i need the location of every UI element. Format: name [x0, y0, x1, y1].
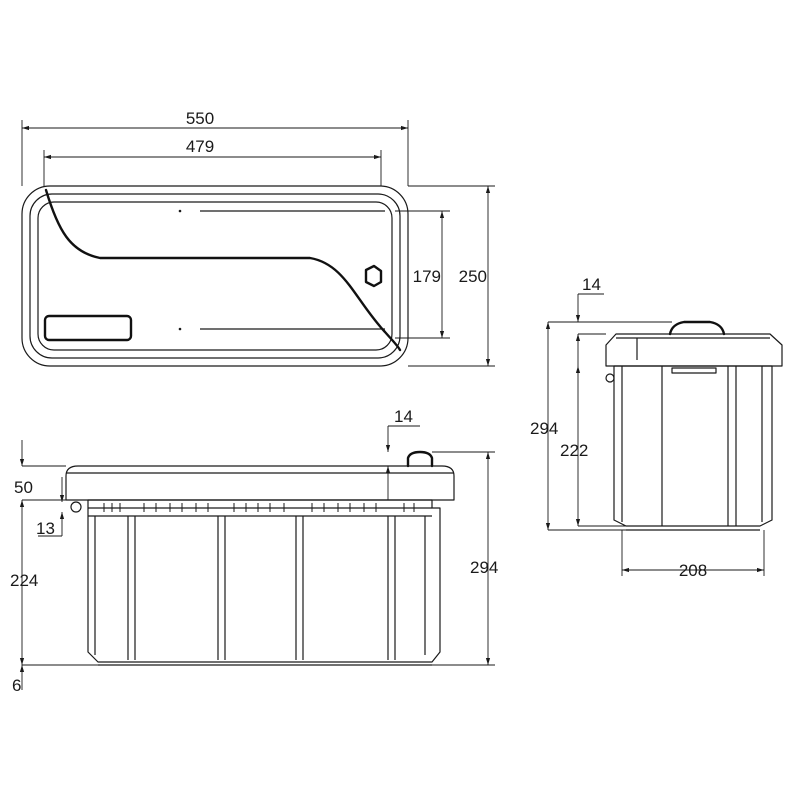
dim-label-side-handle: 14	[582, 275, 601, 294]
dim-label-side-body: 222	[560, 441, 588, 460]
top-view-lid-panel	[37, 201, 393, 351]
rib-teeth	[103, 503, 415, 512]
hinge-icon	[605, 373, 615, 383]
dim-label-handle-height: 14	[394, 407, 413, 426]
lid-opening-curve	[44, 188, 402, 352]
handle-icon	[668, 320, 726, 336]
side-lid	[605, 333, 783, 367]
center-mark	[178, 327, 182, 331]
dim-label-side-width: 208	[679, 561, 707, 580]
dim-label-foot-height: 6	[12, 676, 21, 695]
top-view-outline	[21, 185, 409, 367]
side-body	[613, 365, 773, 527]
dim-label-lid-height: 50	[14, 478, 33, 497]
front-view: 50 224 6 13 14 294	[10, 407, 498, 695]
front-latch	[671, 367, 717, 374]
hinge-icon	[70, 501, 82, 513]
handle-icon	[406, 450, 434, 468]
dim-label-front-height: 294	[470, 558, 498, 577]
dim-label-inner-height: 179	[413, 267, 441, 286]
dim-label-inner-width: 479	[186, 137, 214, 156]
dim-label-side-height: 294	[530, 419, 558, 438]
label-plate	[43, 314, 133, 342]
dim-label-top-width: 550	[186, 109, 214, 128]
dim-label-hinge-offset: 13	[36, 519, 55, 538]
front-body	[87, 499, 441, 663]
lock-icon	[364, 264, 383, 288]
dim-label-top-height: 250	[459, 267, 487, 286]
side-view: 14 294 222 208	[530, 275, 783, 580]
top-view: 550 479 179 250	[21, 109, 495, 367]
center-mark	[178, 209, 182, 213]
top-view-rim	[29, 193, 401, 359]
front-lid	[65, 465, 455, 501]
dim-label-body-height: 224	[10, 571, 38, 590]
